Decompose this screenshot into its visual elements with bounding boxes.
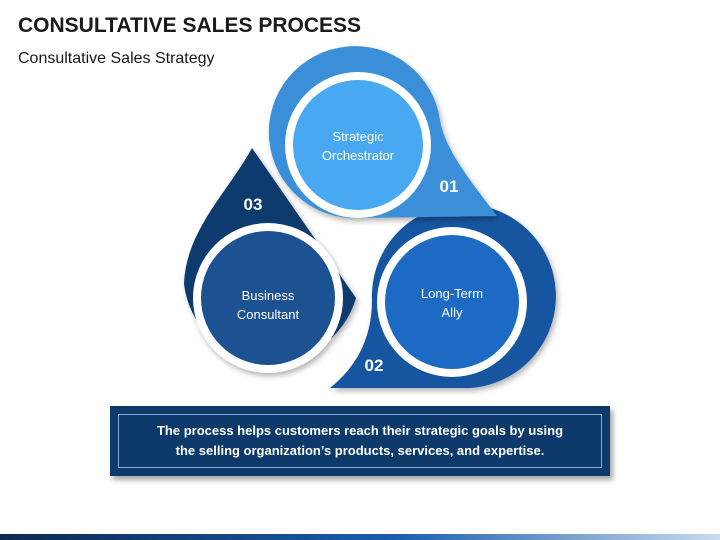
step-01-label-line2: Orchestrator bbox=[322, 148, 395, 163]
process-cycle-diagram: Strategic Orchestrator 01 Long-Term Ally… bbox=[184, 46, 556, 388]
footer-accent-bar bbox=[0, 534, 720, 540]
page-subtitle: Consultative Sales Strategy bbox=[18, 50, 215, 67]
step-02-group bbox=[330, 204, 556, 388]
step-01-number: 01 bbox=[440, 177, 459, 196]
step-03-label-line2: Consultant bbox=[237, 307, 300, 322]
step-02-number: 02 bbox=[365, 356, 384, 375]
page-title: CONSULTATIVE SALES PROCESS bbox=[18, 14, 362, 37]
step-03-label-line1: Business bbox=[242, 288, 295, 303]
step-03-circle bbox=[201, 231, 335, 365]
description-text: The process helps customers reach their … bbox=[118, 414, 602, 468]
description-line-1: The process helps customers reach their … bbox=[156, 423, 564, 438]
step-01-circle bbox=[293, 80, 423, 210]
step-02-label-line2: Ally bbox=[442, 305, 463, 320]
step-03-group bbox=[184, 148, 356, 373]
description-line-2: the selling organization’s products, ser… bbox=[175, 443, 545, 458]
description-box: The process helps customers reach their … bbox=[110, 406, 610, 476]
step-03-number: 03 bbox=[244, 195, 263, 214]
step-02-label-line1: Long-Term bbox=[421, 286, 483, 301]
step-01-group bbox=[268, 46, 497, 219]
step-01-label-line1: Strategic bbox=[332, 129, 384, 144]
step-02-circle bbox=[385, 235, 519, 369]
